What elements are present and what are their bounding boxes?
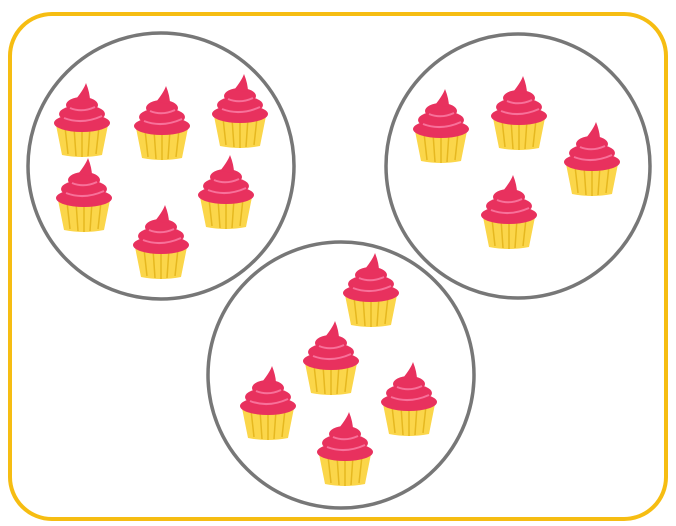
cupcake-icon bbox=[198, 155, 254, 229]
cupcake-icon bbox=[134, 86, 190, 160]
cupcake-icon bbox=[303, 321, 359, 395]
cupcake-icon bbox=[491, 76, 547, 150]
cupcake-icon bbox=[54, 83, 110, 157]
top-right-group bbox=[413, 76, 620, 249]
cupcake-icon bbox=[317, 412, 373, 486]
cupcake-icon bbox=[133, 205, 189, 279]
top-left-group bbox=[54, 74, 268, 279]
cupcake-icon bbox=[56, 158, 112, 232]
cupcake-icon bbox=[481, 175, 537, 249]
cupcake-icon bbox=[564, 122, 620, 196]
cupcake-icon bbox=[413, 89, 469, 163]
bottom-group bbox=[240, 253, 437, 486]
cupcake-icon bbox=[240, 366, 296, 440]
cupcake-icon bbox=[343, 253, 399, 327]
cupcake-icon bbox=[212, 74, 268, 148]
cupcake-icon bbox=[381, 362, 437, 436]
